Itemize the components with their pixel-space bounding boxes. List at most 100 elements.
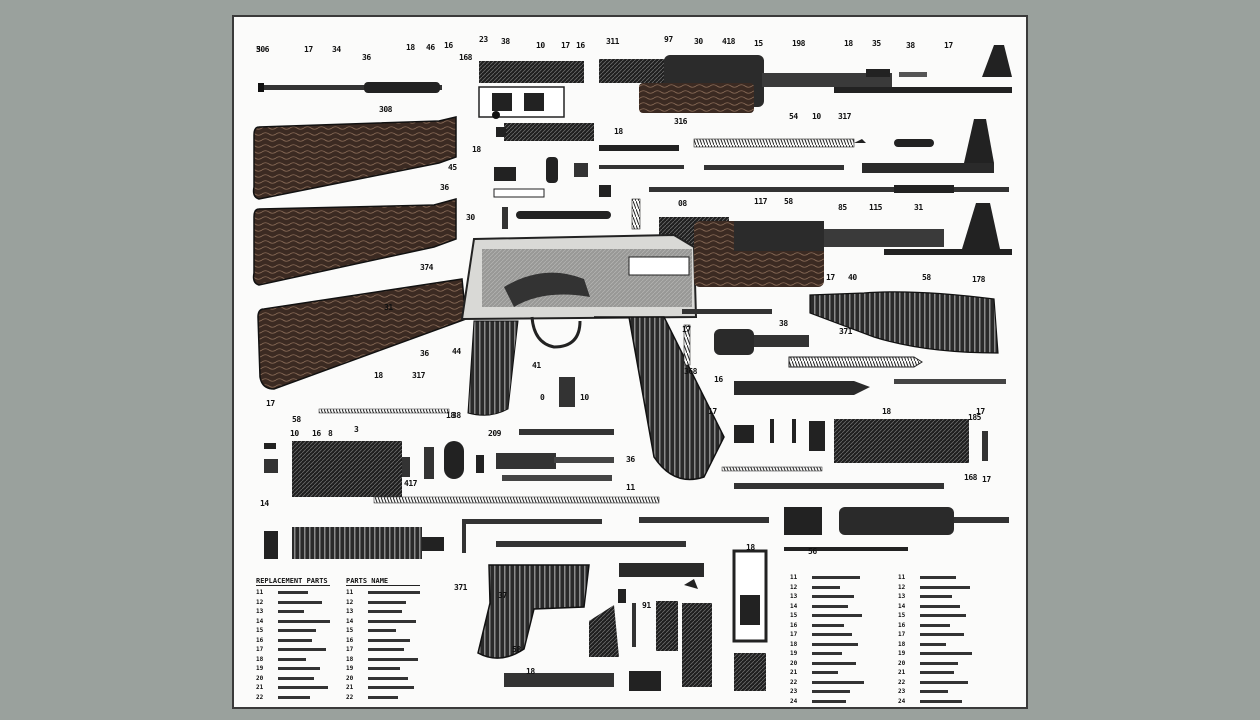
legend-number: 15 (256, 627, 264, 635)
legend-number: 17 (256, 646, 264, 654)
legend-number: 15 (790, 612, 798, 620)
legend-entry-bar (812, 633, 852, 637)
bolt-carrier-parts (492, 111, 1009, 230)
callout-label: 58 (292, 415, 301, 424)
legend-number: 18 (790, 640, 798, 648)
legend-number: 22 (790, 678, 798, 686)
legend-number: 12 (898, 583, 906, 591)
legend-row: 20 (346, 674, 420, 684)
legend-entry-bar (920, 699, 962, 703)
legend-entry-bar (920, 642, 946, 646)
legend-entry-bar (920, 623, 950, 627)
magazine (594, 316, 725, 481)
callout-label: 308 (379, 105, 392, 114)
legend-row: 17 (898, 630, 972, 640)
legend-row: 19 (256, 664, 330, 674)
callout-label: 91 (642, 601, 651, 610)
legend-number: 13 (346, 608, 354, 616)
callout-label: 97 (664, 35, 673, 44)
legend-row: 23 (898, 687, 972, 697)
callout-label: 18 (446, 411, 455, 420)
legend-number: 24 (790, 697, 798, 705)
legend-entry-bar (278, 591, 308, 595)
buttstock-main (257, 278, 467, 390)
legend-number: 22 (346, 693, 354, 701)
callout-label: 23 (479, 35, 488, 44)
handguard-lower (809, 291, 999, 354)
callout-label: 35 (872, 39, 881, 48)
callout-label: 17 (982, 475, 991, 484)
callout-label: 115 (869, 203, 882, 212)
receiver-assembly (460, 217, 729, 481)
callout-label: 34 (332, 45, 341, 54)
legend-row: 12 (256, 598, 330, 608)
legend-number: 12 (790, 583, 798, 591)
legend-entry-bar (920, 690, 948, 694)
callout-label: 5 (256, 45, 261, 54)
legend-row: 16 (256, 636, 330, 646)
legend-row: 23 (790, 687, 864, 697)
legend-row: 16 (346, 636, 420, 646)
legend-number: 17 (346, 646, 354, 654)
callout-label: 306 (256, 45, 269, 54)
callout-label: 368 (684, 367, 697, 376)
legend-row: 20 (256, 674, 330, 684)
legend-number: 22 (256, 693, 264, 701)
legend-number: 16 (790, 621, 798, 629)
buttstock-upper (252, 116, 457, 200)
callout-label: 3 (354, 425, 359, 434)
callout-label: 40 (848, 273, 857, 282)
legend-entry-bar (278, 638, 312, 642)
legend-number: 24 (898, 697, 906, 705)
callout-label: 168 (964, 473, 977, 482)
legend-entry-bar (278, 676, 314, 680)
callout-label: 17 (944, 41, 953, 50)
legend-entry-bar (278, 619, 330, 623)
legend-row: 18 (256, 655, 330, 665)
legend-row: 19 (346, 664, 420, 674)
callout-label: 18 (844, 39, 853, 48)
callout-label: 8 (328, 429, 333, 438)
callout-label: 17 (266, 399, 275, 408)
legend-entry-bar (920, 595, 952, 599)
legend-entry-bar (812, 585, 840, 589)
legend-row: 17 (256, 645, 330, 655)
callout-label: 38 (906, 41, 915, 50)
legend-number: 22 (898, 678, 906, 686)
legend-row: 17 (346, 645, 420, 655)
callout-label: 14 (260, 499, 269, 508)
legend-row: 14 (346, 617, 420, 627)
legend-row: 14 (898, 602, 972, 612)
callout-label: 30 (466, 213, 475, 222)
callout-label: 17 (826, 273, 835, 282)
legend-row: 18 (346, 655, 420, 665)
callout-label: 31 (914, 203, 923, 212)
callout-label: 16 (714, 375, 723, 384)
legend-entry-bar (812, 642, 858, 646)
legend-row: 15 (256, 626, 330, 636)
legend-entry-bar (278, 695, 310, 699)
legend-number: 15 (346, 627, 354, 635)
legend-entry-bar (812, 614, 862, 618)
callout-label: 10 (290, 429, 299, 438)
legend-row: 21 (898, 668, 972, 678)
legend-row: 20 (898, 659, 972, 669)
callout-label: 36 (440, 183, 449, 192)
legend-number: 16 (346, 636, 354, 644)
legend-number: 13 (256, 608, 264, 616)
legend-row: 20 (790, 659, 864, 669)
legend-number: 14 (346, 617, 354, 625)
legend-entry-bar (368, 600, 406, 604)
legend-number: 11 (346, 589, 354, 597)
legend-entry-bar (812, 699, 846, 703)
legend-row: 19 (898, 649, 972, 659)
callout-label: 209 (488, 429, 501, 438)
legend-number: 19 (256, 665, 264, 673)
callout-label: 18 (746, 543, 755, 552)
legend-row: 21 (256, 683, 330, 693)
callout-label: 16 (444, 41, 453, 50)
legend-row: 13 (256, 607, 330, 617)
callout-label: 16 (312, 429, 321, 438)
callout-label: 417 (404, 479, 417, 488)
